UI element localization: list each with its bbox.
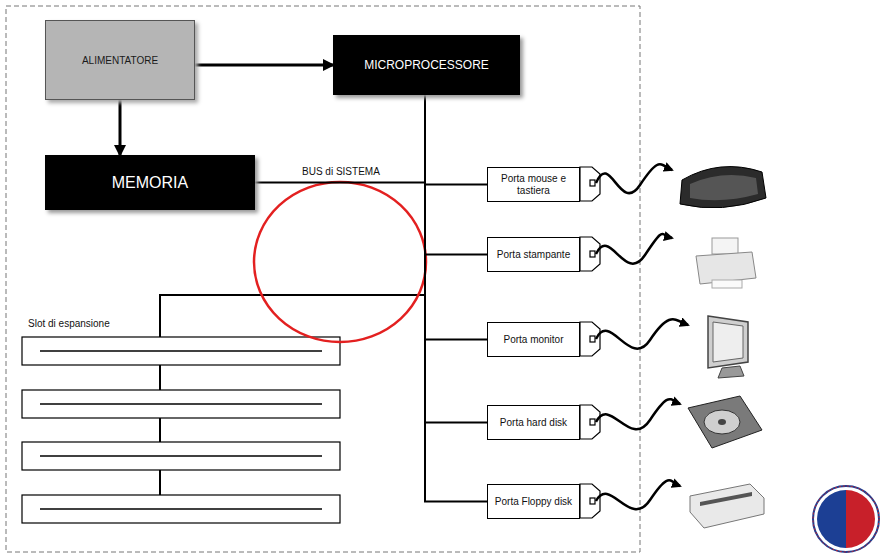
bus-line [255, 95, 425, 183]
power-arrow [119, 100, 122, 155]
bus-line [425, 95, 487, 423]
box-text: Porta stampante [497, 249, 570, 261]
expansion-slots [22, 295, 425, 523]
port-box: Porta monitor [487, 322, 580, 357]
bus-line [425, 95, 487, 185]
floppy-drive-icon [690, 484, 764, 528]
memory-box: MEMORIA [45, 155, 255, 210]
university-logo [813, 486, 879, 552]
cpu-box: MICROPROCESSORE [333, 35, 520, 95]
power-supply-box: ALIMENTATORE [45, 20, 195, 100]
keyboard-icon [680, 167, 766, 208]
box-text: Porta mouse e tastiera [492, 173, 575, 196]
box-text: MEMORIA [112, 174, 188, 192]
box-text: Porta hard disk [500, 417, 567, 429]
hard-disk-icon [688, 396, 762, 448]
slot-label: Slot di espansione [28, 318, 110, 329]
bus-label: BUS di SISTEMA [300, 166, 382, 177]
monitor-icon [708, 316, 748, 378]
cables [596, 164, 688, 509]
bus-line [425, 95, 487, 255]
port-box: Porta stampante [487, 237, 580, 272]
box-text: Porta Floppy disk [495, 496, 572, 508]
power-arrow [195, 64, 333, 67]
box-text: Porta monitor [503, 334, 563, 346]
bus-line [425, 95, 487, 502]
port-box: Porta hard disk [487, 405, 580, 440]
highlight-circle [254, 182, 426, 342]
port-box: Porta Floppy disk [487, 484, 580, 519]
printer-icon [696, 238, 756, 288]
bus-line [425, 95, 487, 340]
box-text: ALIMENTATORE [82, 55, 158, 66]
box-text: MICROPROCESSORE [364, 58, 489, 72]
frame [6, 6, 640, 552]
port-box: Porta mouse e tastiera [487, 167, 580, 202]
port-plugs [580, 167, 600, 518]
